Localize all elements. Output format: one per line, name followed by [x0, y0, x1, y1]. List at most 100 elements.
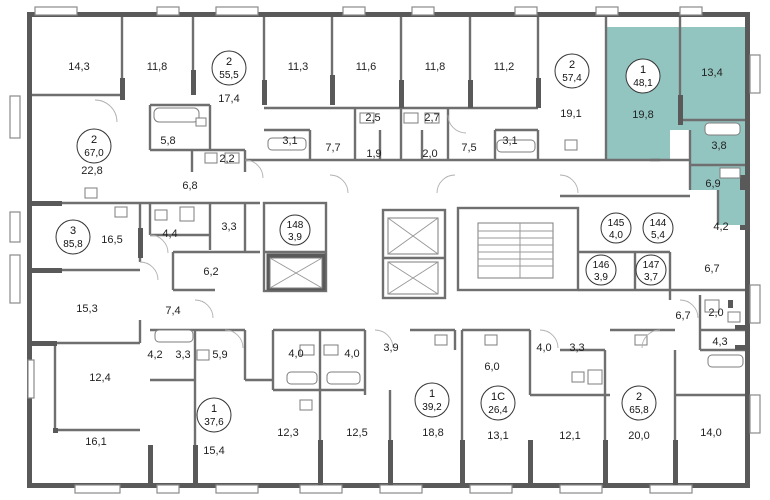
svg-text:148: 148	[287, 220, 304, 231]
room-area: 11,6	[356, 61, 377, 73]
storage-badge[interactable]: 148 3,9	[279, 214, 311, 246]
room-area: 2,0	[422, 148, 437, 160]
room-area: 16,1	[85, 436, 106, 448]
room-area: 4,0	[344, 348, 359, 360]
svg-text:1: 1	[211, 403, 217, 415]
room-area: 15,3	[76, 303, 97, 315]
room-area: 3,3	[569, 342, 584, 354]
room-area: 1,9	[366, 148, 381, 160]
svg-text:1С: 1С	[491, 391, 505, 403]
svg-text:57,4: 57,4	[562, 73, 582, 84]
unit-badges: 2 55,5 2 57,4 1 48,1 2 67,0 3 85,8 148 3…	[55, 50, 674, 433]
room-area: 4,0	[288, 348, 303, 360]
svg-text:2: 2	[226, 56, 232, 68]
room-area: 12,3	[277, 427, 298, 439]
room-area: 12,4	[89, 372, 110, 384]
room-area: 13,1	[487, 430, 508, 442]
room-labels: 14,3 11,8 17,4 11,3 11,6 11,8 11,2 19,1 …	[68, 61, 728, 457]
room-area: 3,1	[282, 135, 297, 147]
unit-badge[interactable]: 3 85,8	[55, 219, 91, 255]
room-area: 5,8	[160, 135, 175, 147]
svg-text:2: 2	[91, 134, 97, 146]
stairwell	[477, 222, 554, 279]
svg-text:3,9: 3,9	[594, 272, 608, 283]
room-area: 7,5	[461, 142, 476, 154]
room-area: 4,0	[536, 342, 551, 354]
room-area: 12,5	[346, 427, 367, 439]
room-area: 6,8	[182, 180, 197, 192]
unit-badge[interactable]: 1С 26,4	[480, 385, 516, 421]
unit-badge[interactable]: 2 57,4	[554, 53, 590, 89]
room-area: 3,3	[175, 349, 190, 361]
room-area: 2,7	[424, 112, 439, 124]
room-area: 22,8	[81, 165, 102, 177]
room-area: 4,2	[147, 349, 162, 361]
room-area: 2,0	[708, 307, 723, 319]
svg-text:3,7: 3,7	[644, 272, 658, 283]
room-area: 7,7	[325, 142, 340, 154]
room-area: 2,5	[365, 112, 380, 124]
bathroom-fixtures	[84, 107, 744, 411]
room-area: 11,3	[288, 61, 309, 73]
room-area: 14,3	[68, 61, 89, 73]
unit-badge[interactable]: 1 37,6	[196, 397, 232, 433]
room-area: 5,9	[212, 349, 227, 361]
svg-text:3,9: 3,9	[288, 232, 302, 243]
room-area: 11,8	[147, 61, 168, 73]
room-area: 7,4	[165, 305, 180, 317]
room-area: 19,1	[560, 108, 581, 120]
svg-text:65,8: 65,8	[629, 405, 649, 416]
unit-badge[interactable]: 2 65,8	[621, 385, 657, 421]
room-area: 15,4	[203, 445, 224, 457]
doors	[94, 99, 699, 349]
room-area: 6,2	[203, 266, 218, 278]
unit-badge[interactable]: 2 67,0	[76, 128, 112, 164]
svg-text:3: 3	[70, 225, 76, 237]
room-area: 4,2	[713, 221, 728, 233]
room-area: 4,4	[162, 228, 177, 240]
storage-badge[interactable]: 144 5,4	[642, 212, 674, 244]
room-area: 16,5	[101, 234, 122, 246]
storage-badge[interactable]: 145 4,0	[600, 212, 632, 244]
svg-text:1: 1	[640, 64, 646, 76]
room-area: 12,1	[559, 430, 580, 442]
svg-text:2: 2	[569, 59, 575, 71]
storage-badge[interactable]: 147 3,7	[635, 254, 667, 286]
room-area: 11,8	[425, 61, 446, 73]
room-area: 11,2	[494, 61, 515, 73]
unit-badge[interactable]: 1 48,1	[625, 58, 661, 94]
svg-text:145: 145	[608, 218, 625, 229]
svg-text:39,2: 39,2	[422, 402, 442, 413]
svg-text:4,0: 4,0	[609, 230, 623, 241]
room-area: 2,2	[219, 153, 234, 165]
room-area: 6,9	[705, 178, 720, 190]
svg-text:146: 146	[593, 260, 610, 271]
room-area: 3,9	[383, 342, 398, 354]
svg-text:147: 147	[643, 260, 660, 271]
unit-badge[interactable]: 2 55,5	[211, 50, 247, 86]
room-area: 3,1	[502, 135, 517, 147]
room-area: 4,3	[712, 336, 727, 348]
room-area: 17,4	[218, 93, 239, 105]
room-area: 3,3	[221, 221, 236, 233]
svg-text:48,1: 48,1	[633, 78, 653, 89]
unit-badge[interactable]: 1 39,2	[414, 382, 450, 418]
svg-text:5,4: 5,4	[651, 230, 665, 241]
svg-text:1: 1	[429, 388, 435, 400]
elevator-shafts	[269, 217, 439, 295]
room-area: 6,0	[484, 361, 499, 373]
svg-text:144: 144	[650, 218, 667, 229]
room-area: 6,7	[704, 263, 719, 275]
room-area: 19,8	[632, 109, 653, 121]
outer-walls	[9, 6, 761, 494]
svg-text:67,0: 67,0	[84, 148, 104, 159]
room-area: 20,0	[628, 430, 649, 442]
svg-text:26,4: 26,4	[488, 405, 508, 416]
room-area: 18,8	[422, 427, 443, 439]
room-area: 6,7	[675, 310, 690, 322]
storage-badge[interactable]: 146 3,9	[585, 254, 617, 286]
room-area: 3,8	[711, 140, 726, 152]
room-area: 14,0	[700, 427, 721, 439]
svg-text:2: 2	[636, 391, 642, 403]
